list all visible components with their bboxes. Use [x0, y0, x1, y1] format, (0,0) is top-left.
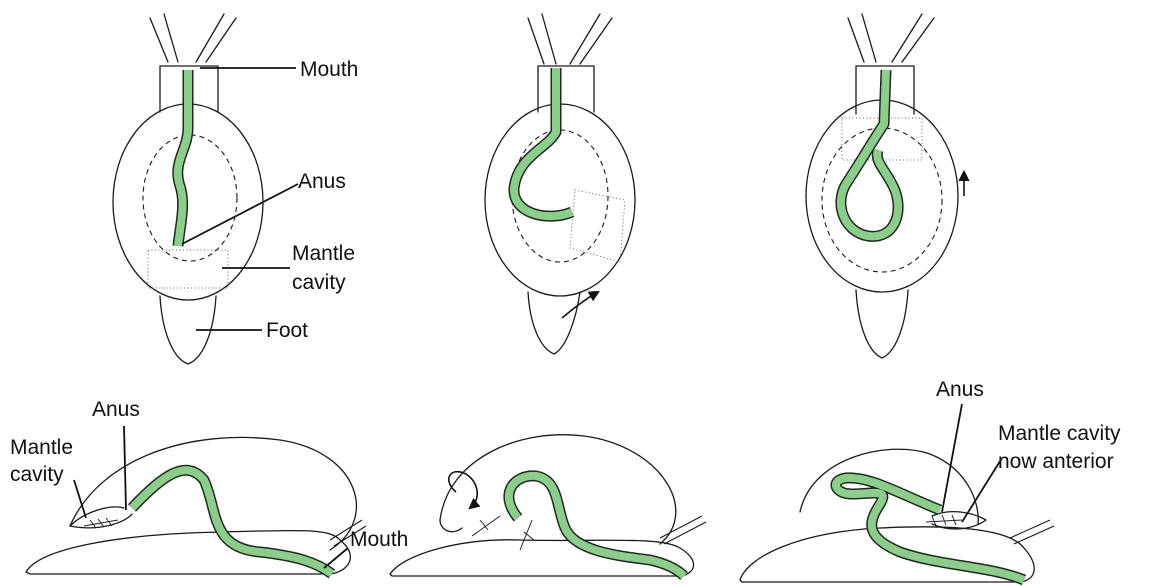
larva-lateral-posttorsion: Anus Mantle cavity now anterior [740, 378, 1121, 582]
gut-tube [514, 68, 572, 216]
label-mantle-cavity-line1: Mantle [292, 242, 355, 265]
label-anus: Anus [936, 378, 984, 401]
larva-dorsal-posttorsion [806, 14, 964, 358]
label-mouth: Mouth [300, 58, 358, 81]
label-mantle-cavity-line1: Mantle [10, 436, 73, 459]
label-mantle-cavity-line2: cavity [292, 271, 346, 294]
label-anus: Anus [298, 170, 346, 193]
label-mantle-cavity-line2: cavity [10, 463, 64, 486]
larva-lateral-midtorsion [390, 435, 706, 576]
larva-lateral-pretorsion: Anus Mantle cavity Mouth [10, 398, 408, 574]
larva-dorsal-pretorsion: Mouth Anus Mantle cavity Foot [113, 14, 358, 364]
larva-dorsal-midtorsion [485, 14, 635, 354]
label-mantle-cavity-line1: Mantle cavity [998, 422, 1121, 445]
label-mouth: Mouth [350, 528, 408, 551]
label-mantle-cavity-line2: now anterior [998, 450, 1114, 473]
gut-tube [509, 476, 684, 576]
label-anus: Anus [92, 398, 140, 421]
label-foot: Foot [266, 319, 308, 342]
